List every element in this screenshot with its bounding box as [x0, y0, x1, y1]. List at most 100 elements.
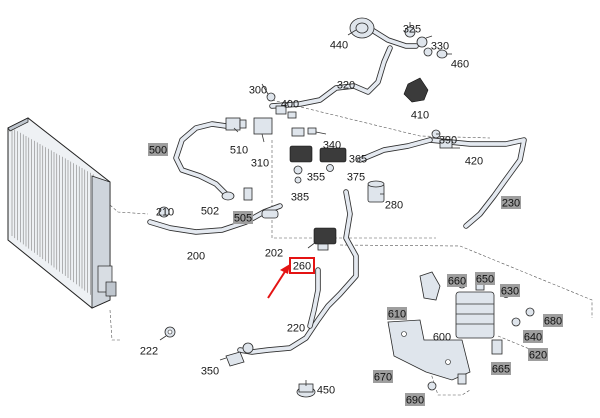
part-label-355: 355 [307, 172, 325, 184]
part-label-680: 680 [543, 314, 563, 328]
refrigerant-pipes [147, 19, 527, 355]
part-label-385: 385 [291, 192, 309, 204]
part-label-text-440: 440 [330, 40, 348, 52]
part-label-610: 610 [387, 307, 407, 321]
part-label-text-670: 670 [374, 372, 392, 384]
part-label-box-620 [528, 348, 548, 361]
part-label-665: 665 [491, 362, 511, 376]
part-label-text-200: 200 [187, 251, 205, 263]
part-label-text-630: 630 [501, 286, 519, 298]
part-label-440: 440 [330, 40, 348, 52]
part-label-330: 330 [431, 41, 449, 53]
part-label-text-260: 260 [293, 261, 311, 273]
part-label-600: 600 [433, 332, 451, 344]
part-label-320: 320 [337, 80, 355, 92]
part-label-text-385: 385 [291, 192, 309, 204]
valve-440 [349, 17, 375, 39]
part-label-640: 640 [523, 330, 543, 344]
part-label-text-325: 325 [403, 24, 421, 36]
part-label-text-210: 210 [156, 207, 174, 219]
part-label-310: 310 [251, 158, 269, 170]
part-label-410: 410 [411, 110, 429, 122]
part-label-text-300: 300 [249, 85, 267, 97]
part-label-text-500: 500 [149, 145, 167, 157]
part-label-text-502: 502 [201, 206, 219, 218]
part-label-210: 210 [156, 207, 174, 219]
part-label-box-230 [501, 196, 521, 209]
part-label-text-450: 450 [317, 385, 335, 397]
part-label-text-330: 330 [431, 41, 449, 53]
part-label-text-320: 320 [337, 80, 355, 92]
part-label-375: 375 [347, 172, 365, 184]
components [158, 17, 536, 398]
part-label-630: 630 [500, 284, 520, 298]
part-label-text-365: 365 [349, 154, 367, 166]
part-label-box-500 [148, 143, 168, 156]
part-label-502: 502 [201, 206, 219, 218]
part-label-text-665: 665 [492, 364, 510, 376]
part-label-390: 390 [439, 135, 457, 147]
part-label-500: 500 [148, 143, 168, 157]
part-label-450: 450 [317, 385, 335, 397]
part-label-202: 202 [265, 248, 283, 260]
part-label-280: 280 [385, 200, 403, 212]
part-label-325: 325 [403, 24, 421, 36]
leader-lines [159, 22, 460, 386]
part-label-box-505 [233, 211, 253, 224]
part-label-box-650 [475, 272, 495, 285]
highlight-arrow [267, 264, 290, 299]
part-label-220: 220 [287, 323, 305, 335]
part-label-222: 222 [140, 346, 158, 358]
part-label-340: 340 [323, 140, 341, 152]
part-label-text-222: 222 [140, 346, 158, 358]
part-label-text-510: 510 [230, 145, 248, 157]
part-label-365: 365 [349, 154, 367, 166]
part-label-505: 505 [233, 211, 253, 225]
part-label-620: 620 [528, 348, 548, 362]
clip-350 [225, 342, 254, 367]
part-label-text-220: 220 [287, 323, 305, 335]
drier-280 [367, 180, 385, 203]
part-label-text-375: 375 [347, 172, 365, 184]
part-label-text-460: 460 [451, 59, 469, 71]
part-label-text-690: 690 [406, 395, 424, 407]
block-365 [289, 145, 347, 163]
part-label-box-630 [500, 284, 520, 297]
part-label-text-650: 650 [476, 274, 494, 286]
part-label-text-660: 660 [448, 276, 466, 288]
part-label-box-660 [447, 274, 467, 287]
pressure-switch-260 [313, 227, 337, 251]
part-label-box-670 [373, 370, 393, 383]
part-label-660: 660 [447, 274, 467, 288]
part-label-510: 510 [230, 145, 248, 157]
part-label-text-355: 355 [307, 172, 325, 184]
part-label-text-390: 390 [439, 135, 457, 147]
fitting-310 [253, 117, 273, 143]
part-label-text-410: 410 [411, 110, 429, 122]
part-label-650: 650 [475, 272, 495, 286]
part-label-420: 420 [465, 156, 483, 168]
part-label-box-665 [491, 362, 511, 375]
part-label-box-690 [405, 393, 425, 406]
part-label-230: 230 [501, 196, 521, 210]
part-label-text-350: 350 [201, 366, 219, 378]
part-label-text-640: 640 [524, 332, 542, 344]
part-label-text-505: 505 [234, 213, 252, 225]
part-label-box-640 [523, 330, 543, 343]
part-label-690: 690 [405, 393, 425, 407]
part-label-400: 400 [281, 99, 299, 111]
part-label-text-600: 600 [433, 332, 451, 344]
part-label-text-400: 400 [281, 99, 299, 111]
part-label-text-620: 620 [529, 350, 547, 362]
part-label-box-610 [387, 307, 407, 320]
part-label-box-680 [543, 314, 563, 327]
sensor-410 [403, 77, 429, 103]
part-label-box-260 [289, 257, 315, 274]
part-label-460: 460 [451, 59, 469, 71]
part-label-260: 260 [289, 257, 315, 274]
part-label-text-230: 230 [502, 198, 520, 210]
part-label-text-610: 610 [388, 309, 406, 321]
